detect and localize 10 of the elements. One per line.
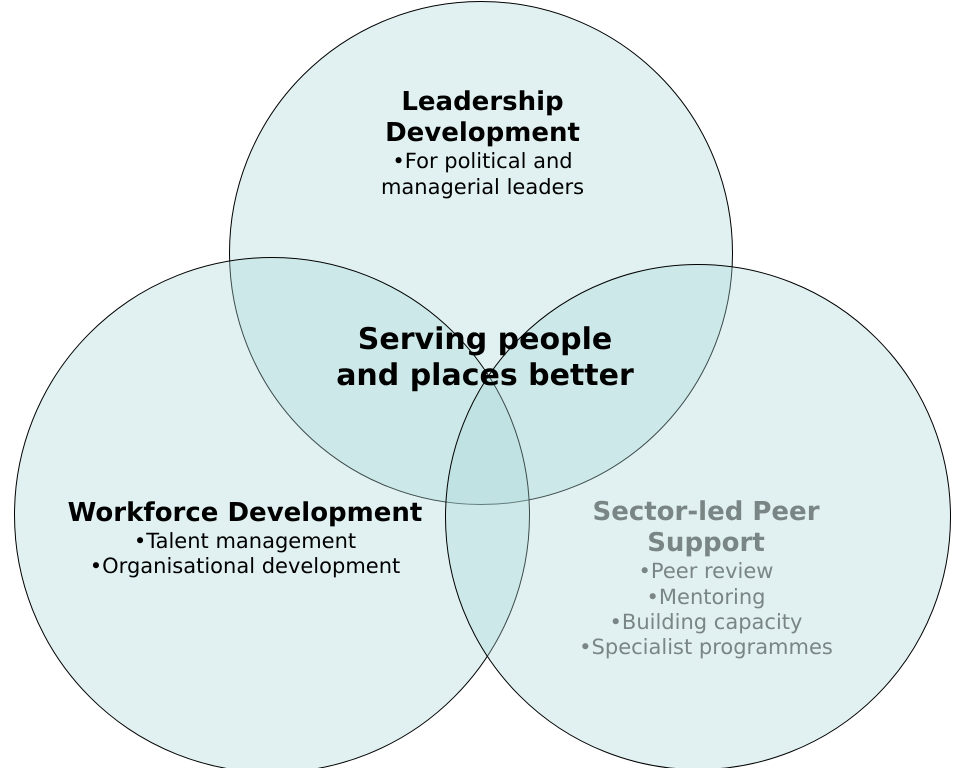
bullet-item: •Building capacity xyxy=(608,610,804,635)
bullet-item: •Talent management xyxy=(132,529,358,554)
circle-heading: Sector-led Peer Support xyxy=(591,497,821,560)
bullet-item: •Organisational development xyxy=(88,554,402,580)
bullet-item: •Peer review xyxy=(638,559,774,585)
bullet-item: •For political and managerial leaders xyxy=(380,149,586,200)
bullet-item: •Specialist programmes xyxy=(578,634,834,660)
bullet-item: •Mentoring xyxy=(646,584,766,610)
circle-heading: Workforce Development xyxy=(66,498,424,530)
circle-heading: Leadership Development xyxy=(384,87,581,150)
